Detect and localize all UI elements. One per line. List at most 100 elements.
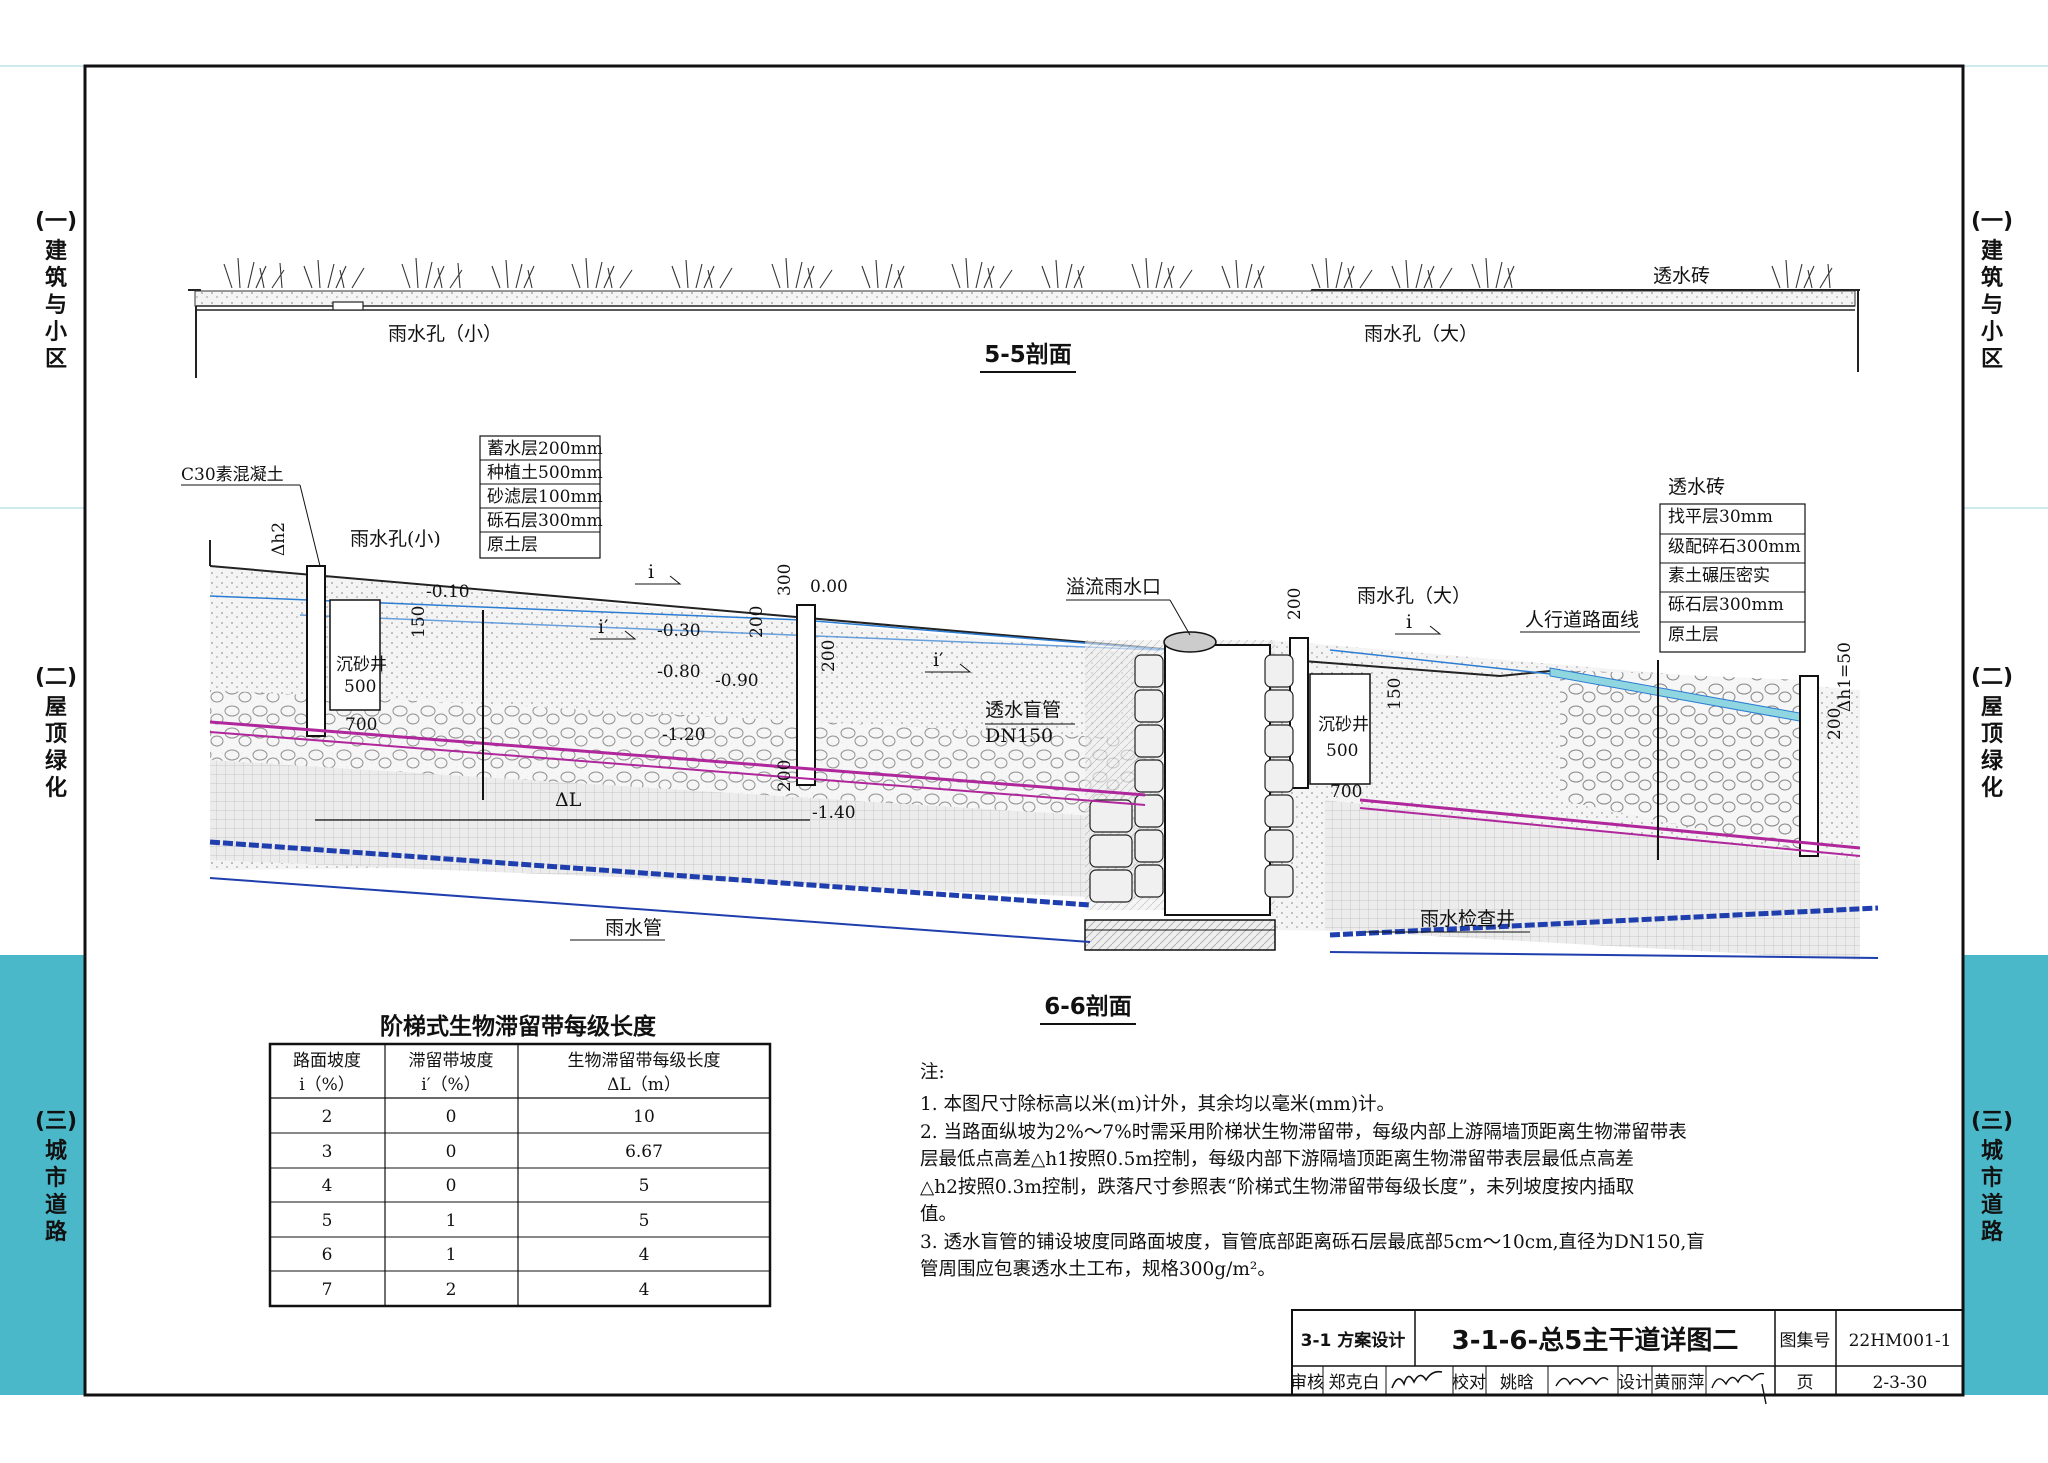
table-row: 5 1 5 — [322, 1211, 650, 1231]
check-name: 姚晗 — [1500, 1373, 1534, 1393]
table-title: 阶梯式生物滞留带每级长度 — [380, 1013, 657, 1040]
svg-text:绿: 绿 — [1981, 748, 2004, 774]
svg-text:与: 与 — [45, 293, 67, 318]
grass-tufts-55 — [223, 257, 1833, 289]
svg-text:150: 150 — [1385, 678, 1405, 710]
side-tab-right-bg — [1964, 955, 2048, 1395]
svg-text:素土碾压密实: 素土碾压密实 — [1668, 566, 1770, 586]
svg-text:0.00: 0.00 — [810, 577, 848, 597]
svg-text:4: 4 — [322, 1176, 333, 1196]
check-signature — [1555, 1377, 1609, 1387]
review-label: 审核 — [1290, 1373, 1324, 1393]
svg-text:砂滤层100mm: 砂滤层100mm — [487, 487, 603, 507]
label-inspection-well: 雨水检查井 — [1420, 908, 1515, 930]
table-row: 6 1 4 — [322, 1245, 650, 1265]
svg-text:200: 200 — [775, 760, 795, 792]
page-no: 2-3-30 — [1873, 1373, 1928, 1393]
svg-text:200: 200 — [1825, 708, 1845, 740]
svg-text:城: 城 — [1981, 1138, 2003, 1164]
svg-text:路: 路 — [1981, 1219, 2004, 1245]
label-overflow-inlet: 溢流雨水口 — [1066, 576, 1161, 598]
svg-text:0: 0 — [446, 1107, 457, 1127]
label-dh1: Δh1=50 — [1835, 642, 1855, 712]
side-tab-2-right: (二) 屋 顶 绿 化 — [1971, 665, 2013, 801]
svg-text:市: 市 — [1981, 1165, 2003, 1191]
svg-text:0: 0 — [446, 1176, 457, 1196]
review-name: 郑克白 — [1329, 1373, 1380, 1393]
slope-i-2: i — [1406, 611, 1412, 633]
svg-text:200: 200 — [819, 640, 839, 672]
page-label: 页 — [1797, 1373, 1814, 1393]
atlas-label: 图集号 — [1780, 1331, 1831, 1351]
svg-text:3: 3 — [322, 1142, 333, 1162]
svg-text:顶: 顶 — [1981, 722, 2003, 747]
label-c30-concrete: C30素混凝土 — [181, 465, 284, 485]
label-permeable-brick-55: 透水砖 — [1653, 265, 1710, 287]
label-dh2: Δh2 — [269, 522, 289, 556]
svg-text:筑: 筑 — [45, 265, 67, 291]
svg-text:2. 当路面纵坡为2%～7%时需采用阶梯状生物滞留带，每级: 2. 当路面纵坡为2%～7%时需采用阶梯状生物滞留带，每级内部上游隔墙顶距离生物… — [920, 1122, 1687, 1143]
svg-text:值。: 值。 — [920, 1204, 957, 1225]
svg-text:-0.30: -0.30 — [657, 621, 701, 641]
svg-text:建: 建 — [45, 239, 67, 264]
svg-text:0: 0 — [446, 1142, 457, 1162]
notes: 注: 1. 本图尺寸除标高以米(m)计外，其余均以毫米(mm)计。 2. 当路面… — [920, 1062, 1705, 1280]
drawing-frame — [83, 64, 1965, 1397]
svg-text:1: 1 — [446, 1211, 457, 1231]
svg-text:ΔL（m）: ΔL（m） — [607, 1075, 681, 1095]
svg-text:透水砖: 透水砖 — [1668, 476, 1725, 498]
sand-well-2-dim: 500 — [1326, 741, 1358, 761]
svg-text:滞留带坡度: 滞留带坡度 — [409, 1051, 494, 1071]
label-hole-small-55: 雨水孔（小） — [388, 323, 502, 345]
svg-text:生物滞留带每级长度: 生物滞留带每级长度 — [568, 1051, 721, 1071]
label-sand-well-2: 沉砂井 — [1318, 715, 1369, 735]
side-tab-1-right: (一) 建 筑 与 小 区 — [1971, 209, 2013, 372]
svg-text:(三): (三) — [35, 1109, 77, 1134]
drawing-title: 3-1-6-总5主干道详图二 — [1452, 1325, 1739, 1356]
svg-text:原土层: 原土层 — [487, 535, 538, 555]
svg-text:(一): (一) — [35, 209, 77, 234]
svg-text:化: 化 — [45, 775, 67, 801]
check-label: 校对 — [1452, 1373, 1486, 1393]
svg-text:绿: 绿 — [45, 748, 68, 774]
svg-text:市: 市 — [45, 1165, 67, 1191]
section-5-5: 透水砖 雨水孔（小） 雨水孔（大） 5-5剖面 — [188, 257, 1860, 378]
svg-text:化: 化 — [1981, 775, 2003, 801]
svg-text:2: 2 — [322, 1107, 333, 1127]
svg-text:6: 6 — [322, 1245, 333, 1265]
svg-text:管周围应包裹透水土工布，规格300g/m²。: 管周围应包裹透水土工布，规格300g/m²。 — [920, 1259, 1276, 1280]
label-delta-l: ΔL — [555, 789, 582, 811]
elevation-labels: -0.10 -0.30 -0.80 -0.90 -1.20 -1.40 0.00 — [426, 577, 856, 823]
svg-text:-1.20: -1.20 — [662, 725, 706, 745]
svg-text:150: 150 — [409, 606, 429, 638]
svg-text:原土层: 原土层 — [1668, 625, 1719, 645]
title-block: 3-1 方案设计 3-1-6-总5主干道详图二 图集号 22HM001-1 审核… — [1290, 1309, 1964, 1405]
svg-text:(一): (一) — [1971, 209, 2013, 234]
design-signature — [1711, 1372, 1767, 1405]
svg-text:1: 1 — [446, 1245, 457, 1265]
svg-text:区: 区 — [45, 347, 67, 372]
side-tab-3-left: (三) 城 市 道 路 — [35, 1109, 77, 1245]
slope-ip-1: i′ — [598, 616, 608, 638]
svg-text:屋: 屋 — [1981, 695, 2003, 720]
label-dn150: DN150 — [985, 725, 1053, 747]
svg-text:路: 路 — [45, 1219, 68, 1245]
layers-left: 蓄水层200mm 种植土500mm 砂滤层100mm 砾石层300mm 原土层 — [487, 439, 603, 555]
dimension-labels: 150 200 300 200 700 200 200 150 700 200 — [345, 564, 1845, 802]
atlas-no: 22HM001-1 — [1849, 1331, 1952, 1351]
table-row: 7 2 4 — [322, 1280, 650, 1300]
svg-text:3. 透水盲管的铺设坡度同路面坡度，盲管底部距离砾石层最底: 3. 透水盲管的铺设坡度同路面坡度，盲管底部距离砾石层最底部5cm～10cm,直… — [920, 1232, 1705, 1253]
design-label: 设计 — [1618, 1373, 1652, 1393]
step-length-table: 阶梯式生物滞留带每级长度 路面坡度 i（%） 滞留带坡度 i′（%） 生物滞留带… — [268, 1013, 772, 1308]
svg-text:4: 4 — [639, 1245, 650, 1265]
label-rain-pipe: 雨水管 — [605, 917, 662, 939]
design-name: 黄丽萍 — [1654, 1373, 1705, 1393]
svg-text:蓄水层200mm: 蓄水层200mm — [487, 439, 603, 459]
svg-text:级配碎石300mm: 级配碎石300mm — [1668, 537, 1801, 557]
section-66-title: 6-6剖面 — [1044, 993, 1132, 1020]
svg-text:(二): (二) — [35, 665, 77, 690]
svg-text:路面坡度: 路面坡度 — [293, 1051, 361, 1071]
svg-text:-0.90: -0.90 — [715, 671, 759, 691]
svg-text:与: 与 — [1981, 293, 2003, 318]
svg-text:-0.80: -0.80 — [657, 662, 701, 682]
